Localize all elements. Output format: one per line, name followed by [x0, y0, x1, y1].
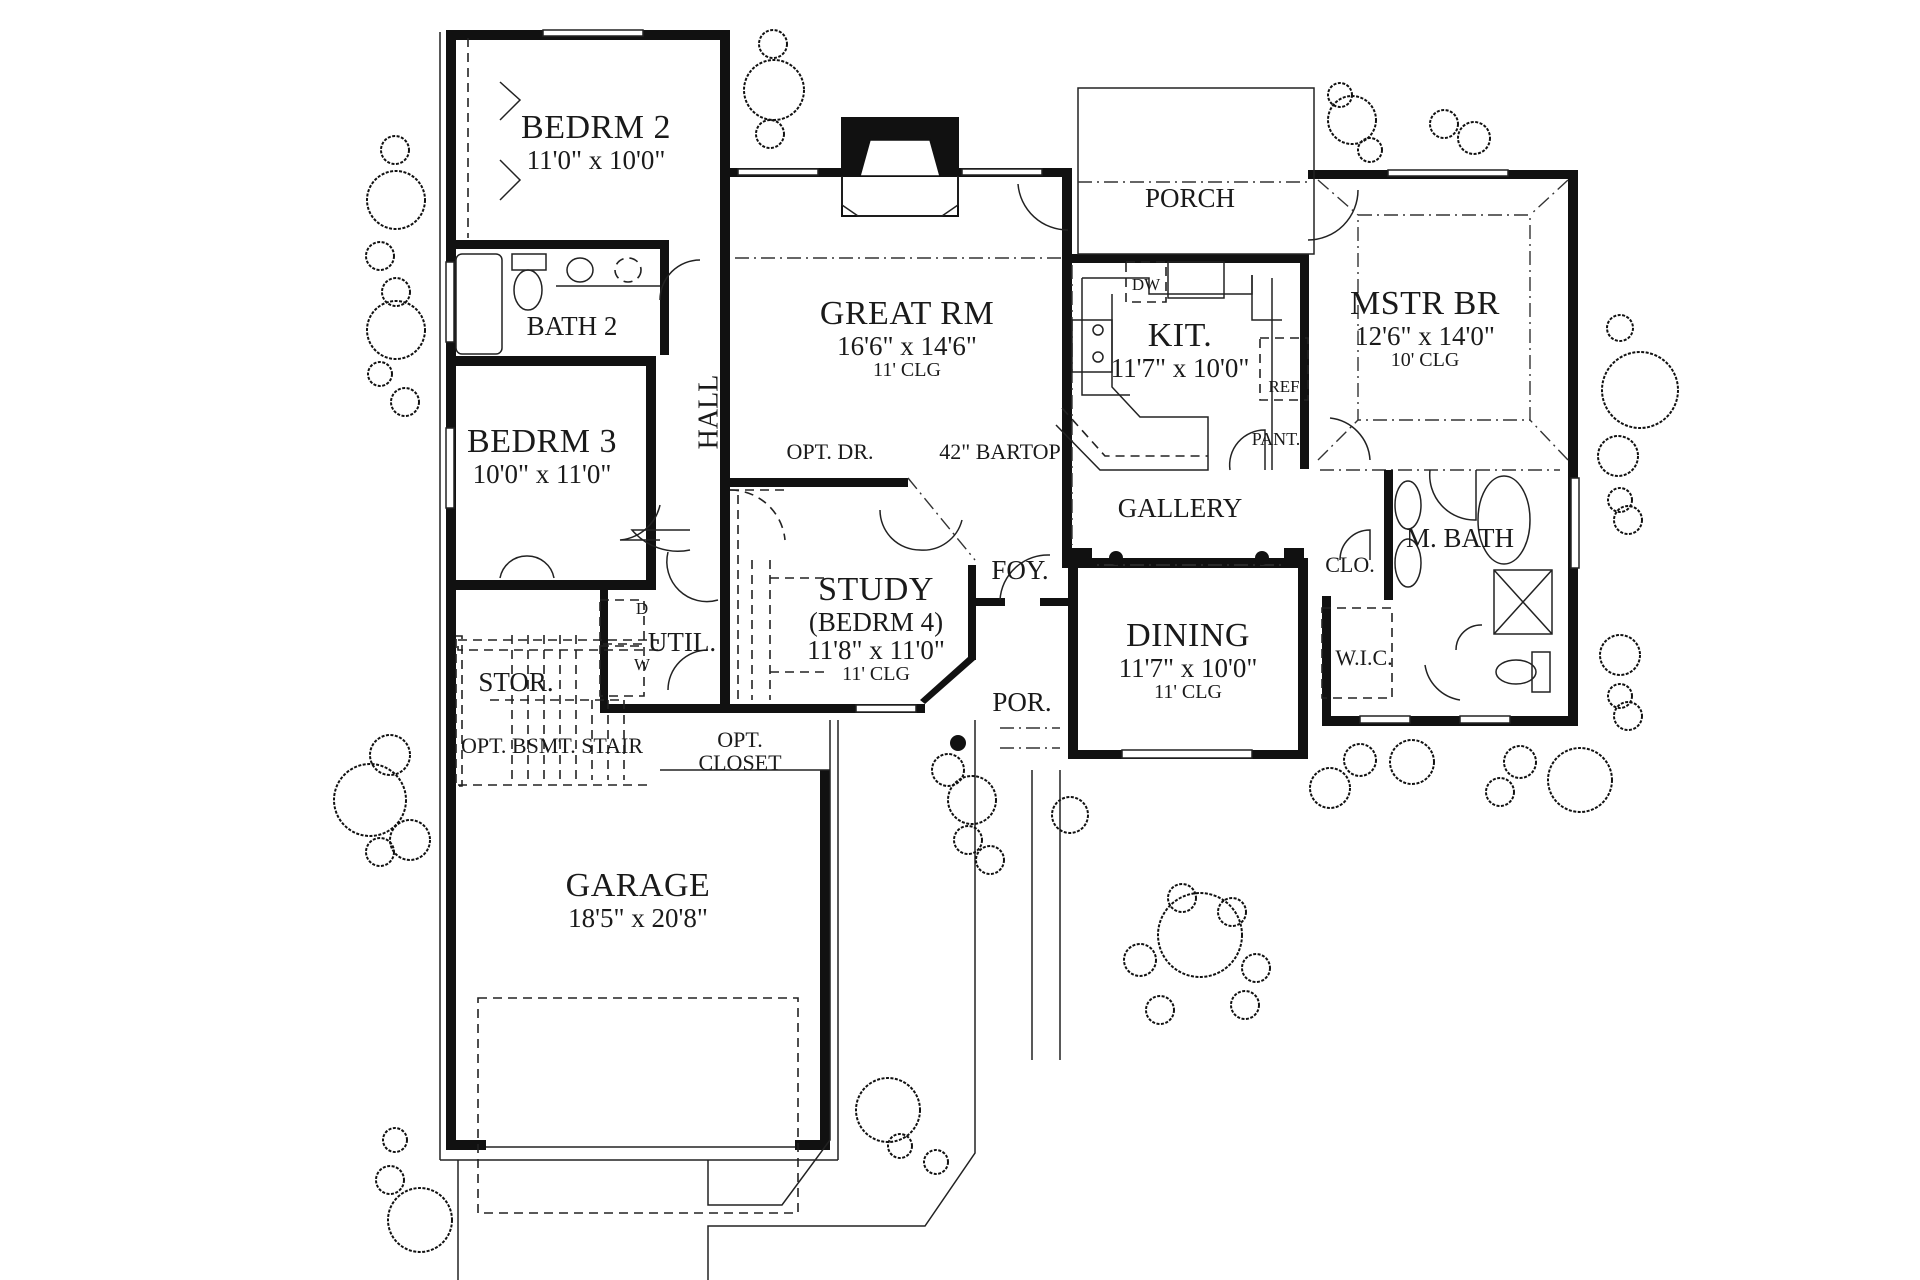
annotation-bartop: 42" BARTOP — [939, 439, 1061, 464]
room-name: MSTR BR — [1350, 285, 1500, 322]
room-bedrm3: BEDRM 3 10'0" x 11'0" — [467, 424, 617, 488]
room-hall: HALL — [693, 374, 725, 450]
room-name: BEDRM 2 — [521, 109, 671, 146]
room-dimensions: 10'0" x 11'0" — [472, 458, 612, 489]
room-m-bath: M. BATH — [1405, 523, 1515, 553]
label-refrigerator: REF — [1268, 377, 1300, 396]
room-dimensions: 16'6" x 14'6" — [837, 330, 977, 361]
room-name: BEDRM 3 — [467, 423, 617, 460]
outline-lines — [439, 32, 1315, 1161]
room-name: PORCH — [1144, 183, 1236, 213]
room-name: UTIL. — [647, 627, 717, 657]
room-name: BATH 2 — [526, 311, 618, 341]
room-ceiling: 11' CLG — [873, 359, 941, 382]
room-ceiling: 11' CLG — [1154, 681, 1222, 704]
room-ceiling: 11' CLG — [842, 663, 910, 686]
driveway — [457, 720, 1061, 1280]
room-bedrm2: BEDRM 2 11'0" x 10'0" — [521, 110, 671, 174]
laundry-and-stair — [455, 599, 830, 787]
room-gallery: GALLERY — [1117, 493, 1243, 523]
annotation-opt-closet: OPT. CLOSET — [698, 728, 781, 774]
windows — [445, 29, 1580, 759]
master-bath-fixtures — [1321, 470, 1553, 699]
room-name: STUDY — [818, 571, 934, 608]
room-dimensions: 11'8" x 11'0" — [807, 635, 945, 666]
room-name: M. BATH — [1405, 523, 1515, 553]
study-opt-closet — [730, 489, 830, 700]
room-wic: W.I.C. — [1335, 646, 1392, 669]
bath2-fixtures — [455, 253, 660, 355]
room-dimensions: 11'7" x 10'0" — [1118, 652, 1258, 683]
room-mstr-br: MSTR BR 12'6" x 14'0" 10' CLG — [1350, 286, 1500, 371]
annotation-opt-bsmt-stair: OPT. BSMT. STAIR — [460, 733, 644, 758]
room-name: POR. — [992, 687, 1052, 717]
room-dimensions: 11'0" x 10'0" — [526, 144, 666, 175]
door-swings — [467, 38, 1483, 701]
room-name: GARAGE — [565, 867, 711, 904]
room-garage: GARAGE 18'5" x 20'8" — [566, 868, 711, 932]
room-util: UTIL. — [647, 627, 717, 657]
annotation-closet: CLOSET — [698, 750, 782, 776]
room-clo: CLO. — [1325, 553, 1375, 576]
room-porch: PORCH — [1144, 183, 1236, 213]
room-bath2: BATH 2 — [526, 311, 618, 341]
fireplace — [841, 117, 959, 217]
room-name: FOY. — [991, 555, 1049, 585]
room-por: POR. — [992, 687, 1052, 717]
label-dryer: D — [635, 599, 649, 618]
kitchen-fixtures — [1055, 261, 1309, 471]
gallery-columns — [950, 548, 1304, 751]
room-name: W.I.C. — [1335, 645, 1393, 670]
room-name: STOR. — [478, 667, 554, 697]
room-dining: DINING 11'7" x 10'0" 11' CLG — [1119, 618, 1258, 703]
ceiling-lines — [735, 179, 1569, 749]
landscape-trees — [333, 29, 1679, 1253]
room-dimensions: 11'7" x 10'0" — [1110, 352, 1250, 383]
room-great-rm: GREAT RM 16'6" x 14'6" 11' CLG — [820, 296, 994, 381]
room-dimensions: 12'6" x 14'0" — [1355, 320, 1495, 351]
room-stor: STOR. — [478, 667, 554, 697]
annotation-opt-dr: OPT. DR. — [786, 439, 874, 464]
room-name: GREAT RM — [819, 295, 995, 332]
room-name: GALLERY — [1117, 493, 1243, 523]
label-pantry: PANT. — [1251, 429, 1301, 449]
room-dimensions: 18'5" x 20'8" — [568, 902, 708, 933]
room-ceiling: 10' CLG — [1390, 349, 1460, 372]
room-kit: KIT. 11'7" x 10'0" — [1111, 318, 1250, 382]
room-alt-name: (BEDRM 4) — [808, 606, 944, 637]
annotation-opt: OPT. — [717, 727, 763, 752]
label-washer: W — [633, 655, 651, 674]
room-study: STUDY (BEDRM 4) 11'8" x 11'0" 11' CLG — [807, 572, 945, 685]
room-name: KIT. — [1147, 317, 1213, 354]
room-name: DINING — [1126, 617, 1250, 654]
room-foy: FOY. — [991, 555, 1049, 585]
exterior-walls — [446, 30, 1578, 1150]
label-dishwasher: DW — [1131, 275, 1161, 294]
room-name: CLO. — [1325, 552, 1375, 577]
